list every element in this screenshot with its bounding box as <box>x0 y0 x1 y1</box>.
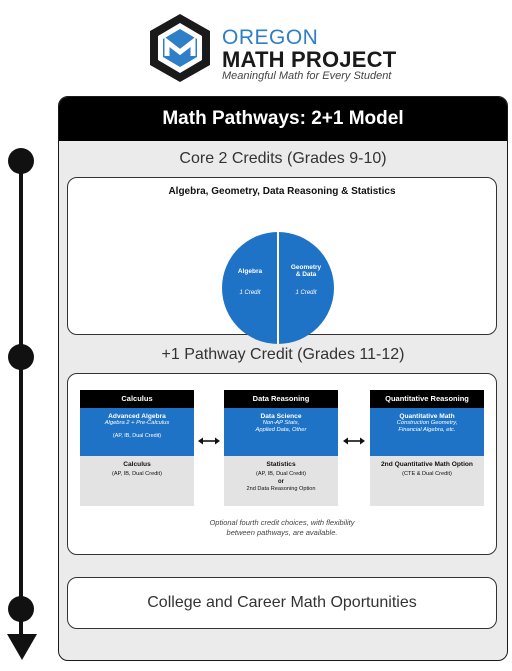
pie-slice-geometry-label: Geometry & Data <box>284 264 328 278</box>
timeline-arrow-icon <box>7 634 37 660</box>
card-blue-note: (AP, IB, Dual Credit) <box>112 433 162 439</box>
pie-slice-geometry-line1: Geometry <box>290 264 322 271</box>
oregon-math-project-logo: OREGON MATH PROJECT Meaningful Math for … <box>146 12 406 84</box>
card-header: Data Reasoning <box>224 390 338 408</box>
card-blue-sub-2: Financial Algebra, etc. <box>398 427 456 433</box>
card-blue-title: Data Science <box>260 413 302 420</box>
pie-slice-algebra-credit: 1 Credit <box>239 290 261 296</box>
card-core-course: Quantitative Math Construction Geometry,… <box>370 408 484 456</box>
card-gray-title: 2nd Quantitative Math Option <box>381 461 473 468</box>
card-option: 2nd Quantitative Math Option (CTE & Dual… <box>370 456 484 506</box>
card-option: Calculus (AP, IB, Dual Credit) <box>80 456 194 506</box>
card-option: Statistics (AP, IB, Dual Credit) or 2nd … <box>224 456 338 506</box>
pie-slice-algebra-label: Algebra <box>237 268 263 275</box>
timeline-dot-career <box>8 596 34 622</box>
logo-hexagon-icon <box>150 14 210 82</box>
pie-divider <box>277 232 279 344</box>
pathway-box: Calculus Advanced Algebra Algebra 2 + Pr… <box>67 373 497 555</box>
core-heading: Core 2 Credits (Grades 9-10) <box>179 150 387 167</box>
card-core-course: Advanced Algebra Algebra 2 + Pre-Calculu… <box>80 408 194 456</box>
card-gray-or: or <box>278 479 284 485</box>
card-blue-title: Advanced Algebra <box>108 413 166 420</box>
card-core-course: Data Science Non-AP Stats, Applied Data,… <box>224 408 338 456</box>
card-gray-title: Statistics <box>266 461 296 468</box>
optional-note-line1: Optional fourth credit choices, with fle… <box>209 518 355 527</box>
card-gray-note: (AP, IB, Dual Credit) <box>112 471 162 477</box>
core-box: Algebra, Geometry, Data Reasoning & Stat… <box>67 177 497 344</box>
card-blue-sub-2: Applied Data, Other <box>255 427 307 433</box>
pathway-heading: +1 Pathway Credit (Grades 11-12) <box>161 346 405 363</box>
card-gray-extra: 2nd Data Reasoning Option <box>246 486 316 492</box>
card-blue-sub: Algebra 2 + Pre-Calculus <box>104 420 170 426</box>
card-blue-sub: Non-AP Stats, <box>262 420 300 426</box>
card-gray-note: (AP, IB, Dual Credit) <box>256 471 306 477</box>
logo-line-math-project: MATH PROJECT <box>222 47 397 72</box>
timeline-line <box>19 158 23 636</box>
core-credits-pie: Algebra 1 Credit Geometry & Data 1 Credi… <box>222 232 334 344</box>
core-subheading: Algebra, Geometry, Data Reasoning & Stat… <box>168 186 396 197</box>
panel-title: Math Pathways: 2+1 Model <box>59 97 507 141</box>
double-arrow-icon <box>198 437 220 445</box>
logo-line-oregon: OREGON <box>222 26 319 49</box>
optional-note-line2: between pathways, are available. <box>226 528 338 537</box>
pie-slice-geometry-line2: & Data <box>295 271 317 278</box>
card-header: Calculus <box>80 390 194 408</box>
career-opportunities-box: College and Career Math Oportunities <box>67 577 497 629</box>
card-gray-note: (CTE & Dual Credit) <box>402 471 452 477</box>
pathways-panel: Math Pathways: 2+1 Model Core 2 Credits … <box>58 96 508 661</box>
card-blue-title: Quantitative Math <box>399 413 455 420</box>
optional-credit-note: Optional fourth credit choices, with fle… <box>68 518 496 538</box>
pathway-card-data-reasoning: Data Reasoning Data Science Non-AP Stats… <box>224 390 338 506</box>
pathway-card-quantitative-reasoning: Quantitative Reasoning Quantitative Math… <box>370 390 484 506</box>
double-arrow-icon <box>343 437 365 445</box>
timeline-dot-core <box>8 148 34 174</box>
logo-tagline: Meaningful Math for Every Student <box>222 70 392 82</box>
pie-slice-geometry-credit: 1 Credit <box>295 290 317 296</box>
pathway-card-calculus: Calculus Advanced Algebra Algebra 2 + Pr… <box>80 390 194 506</box>
card-header: Quantitative Reasoning <box>370 390 484 408</box>
card-gray-title: Calculus <box>123 461 151 468</box>
card-blue-sub: Construction Geometry, <box>396 420 458 426</box>
timeline-dot-pathway <box>8 344 34 370</box>
